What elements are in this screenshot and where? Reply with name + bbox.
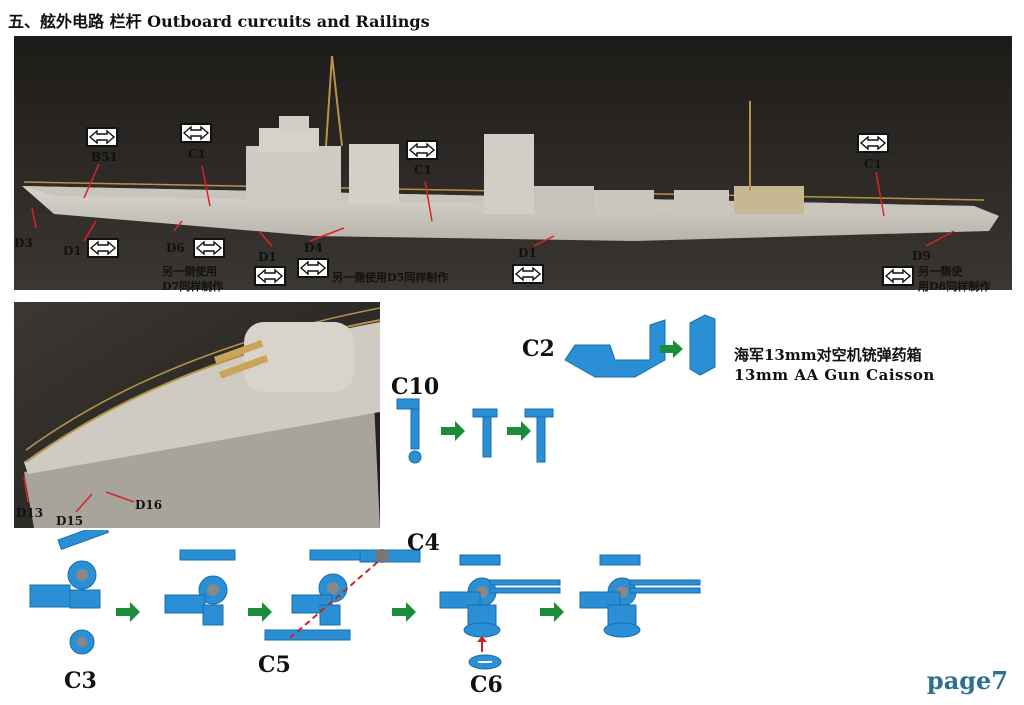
page-title: 五、舷外电路 栏杆 Outboard curcuits and Railings <box>8 12 430 31</box>
ship-photo-top <box>14 36 1012 290</box>
label-b51: B51 <box>91 150 118 164</box>
label-c1: C1 <box>414 163 432 177</box>
label-d16: D16 <box>135 498 163 512</box>
note-d5: 另一侧使用D5同样制作 <box>332 271 449 284</box>
part-c5-label: C5 <box>258 652 291 678</box>
caisson-title-cn: 海军13mm对空机铳弹药箱 <box>734 346 922 364</box>
label-c1: C1 <box>864 157 882 171</box>
both-sides-arrow-icon <box>180 123 212 143</box>
label-d4: D4 <box>304 241 323 255</box>
both-sides-arrow-icon <box>254 266 286 286</box>
page-number: page7 <box>926 666 1008 695</box>
label-d1: D1 <box>63 244 82 258</box>
label-d1: D1 <box>258 250 277 264</box>
part-c6-label: C6 <box>470 672 503 698</box>
part-c4-label: C4 <box>407 530 440 556</box>
part-c10-label: C10 <box>391 374 440 400</box>
bow-illustration <box>14 302 380 528</box>
c2-fold-diagram <box>564 314 716 378</box>
both-sides-arrow-icon <box>882 266 914 286</box>
ship-illustration <box>14 36 1012 290</box>
both-sides-arrow-icon <box>857 133 889 153</box>
part-c2-label: C2 <box>522 336 555 362</box>
both-sides-arrow-icon <box>86 127 118 147</box>
label-c1: C1 <box>188 147 206 161</box>
c10-assembly-diagram <box>396 398 554 464</box>
both-sides-arrow-icon <box>512 264 544 284</box>
label-d15: D15 <box>56 514 84 528</box>
label-d1: D1 <box>518 246 537 260</box>
gun-assembly-diagram <box>29 530 701 670</box>
label-d6: D6 <box>166 241 185 255</box>
label-d3: D3 <box>14 236 33 250</box>
bow-photo <box>14 302 380 528</box>
both-sides-arrow-icon <box>193 238 225 258</box>
part-c3-label: C3 <box>64 668 97 694</box>
label-d9: D9 <box>912 249 931 263</box>
label-d13: D13 <box>16 506 44 520</box>
both-sides-arrow-icon <box>297 258 329 278</box>
caisson-title-en: 13mm AA Gun Caisson <box>734 366 935 384</box>
note-d8: 另一侧使 用D8同样制作 <box>918 265 991 293</box>
both-sides-arrow-icon <box>87 238 119 258</box>
note-d7: 另一侧使用 D7同样制作 <box>162 265 224 293</box>
both-sides-arrow-icon <box>406 140 438 160</box>
